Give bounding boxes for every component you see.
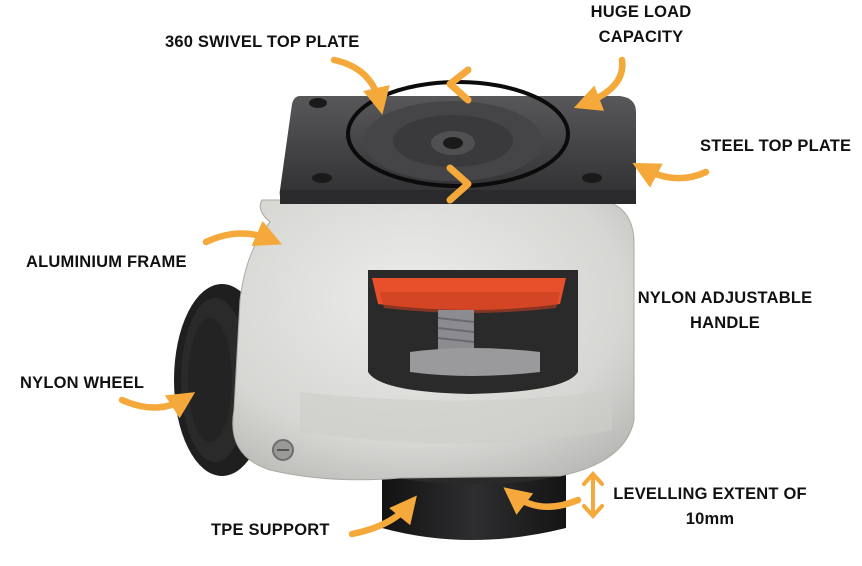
curved-arrow-icon	[632, 162, 710, 188]
steel-top-plate-shape	[279, 96, 636, 204]
curved-arrow-icon	[330, 56, 390, 115]
nylon-handle-shape	[372, 278, 566, 376]
label-tpe-support: TPE SUPPORT	[211, 521, 330, 539]
curved-arrow-icon	[348, 495, 417, 538]
label-huge-load-line2: CAPACITY	[598, 28, 684, 46]
label-swivel-top-plate: 360 SWIVEL TOP PLATE	[165, 33, 360, 51]
label-nylon-wheel: NYLON WHEEL	[20, 374, 145, 392]
label-levelling-line1: LEVELLING EXTENT OF	[613, 485, 807, 503]
aluminium-frame-shape	[232, 199, 635, 481]
label-levelling-line2: 10mm	[685, 510, 735, 528]
label-aluminium-frame: ALUMINIUM FRAME	[26, 253, 187, 271]
double-arrow-icon	[582, 471, 604, 519]
label-huge-load-line1: HUGE LOAD	[590, 3, 692, 21]
label-handle-line1: NYLON ADJUSTABLE	[637, 289, 813, 307]
curved-arrow-icon	[503, 487, 582, 515]
curved-arrow-icon	[573, 56, 626, 111]
curved-arrow-icon	[118, 392, 196, 419]
label-nylon-adjustable-handle: NYLON ADJUSTABLE HANDLE	[628, 286, 822, 336]
label-steel-top-plate: STEEL TOP PLATE	[700, 137, 852, 155]
label-levelling-extent: LEVELLING EXTENT OF 10mm	[604, 482, 816, 532]
label-huge-load-capacity: HUGE LOAD CAPACITY	[585, 0, 697, 50]
curved-arrow-icon	[202, 220, 283, 246]
chevron-icon	[446, 66, 472, 104]
label-handle-line2: HANDLE	[690, 314, 760, 332]
chevron-icon	[446, 164, 472, 204]
